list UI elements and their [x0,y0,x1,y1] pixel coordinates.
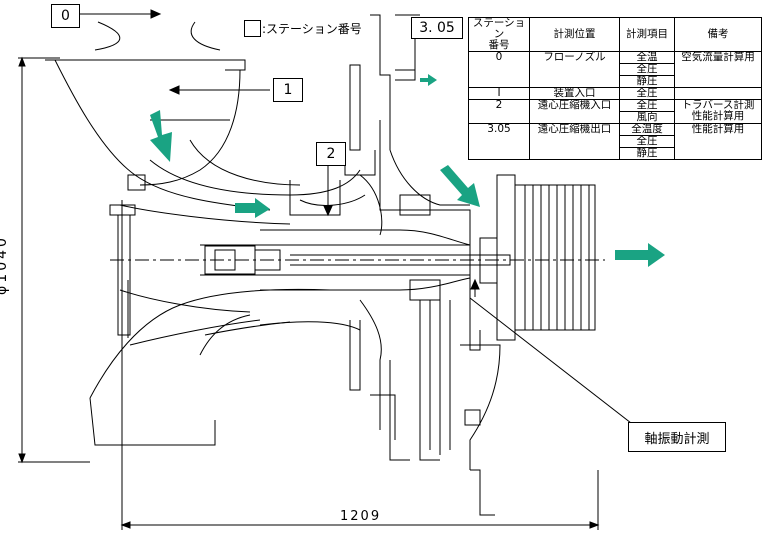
flow-arrow-inlet [150,110,172,162]
header-note: 備考 [674,17,762,52]
station-box-2: 2 [316,142,346,166]
diameter-dimension-label: φ1040 [0,235,10,295]
station-box-305: 3. 05 [411,17,463,39]
compressor-casing [200,14,511,516]
flow-arrow-impeller [235,198,270,218]
station-box-1: 1 [273,78,303,102]
table-header-row: ステーション番号 計測位置 計測項目 備考 [468,17,762,52]
table-row: 静圧 [469,147,762,160]
header-station: ステーション番号 [468,17,530,52]
table-row: 3.05 遠心圧縮機出口 全温度 性能計算用 [468,123,762,160]
header-position: 計測位置 [529,17,620,52]
lower-plenum [89,280,331,446]
station-measurement-table: ステーション番号 計測位置 計測項目 備考 0 フローノズル 全温 空気流量計算… [468,17,762,160]
station-box-0: 0 [51,4,80,28]
length-dimension-label: 1209 [340,509,382,524]
flow-arrow-diffuser [440,165,480,207]
station-legend-square [244,20,261,37]
flow-arrows [150,74,665,267]
header-item: 計測項目 [619,17,675,52]
upper-volute [149,139,366,216]
inlet-flow-nozzle [45,59,291,336]
shaft-vibration-callout: 軸振動計測 [628,422,726,452]
leader-lines [80,9,641,431]
flow-arrow-305 [420,74,437,86]
flow-arrow-outlet [615,243,665,267]
table-row: 0 フローノズル 全温 空気流量計算用 [468,51,762,88]
dimension-lines [18,56,600,530]
table-row: 2 遠心圧縮機入口 全圧 トラバース計測 性能計算用 [468,99,762,124]
station-legend-label: :ステーション番号 [262,22,362,36]
exhaust-bellows [479,174,596,341]
table-row: I 装置入口 全圧 [468,87,762,100]
